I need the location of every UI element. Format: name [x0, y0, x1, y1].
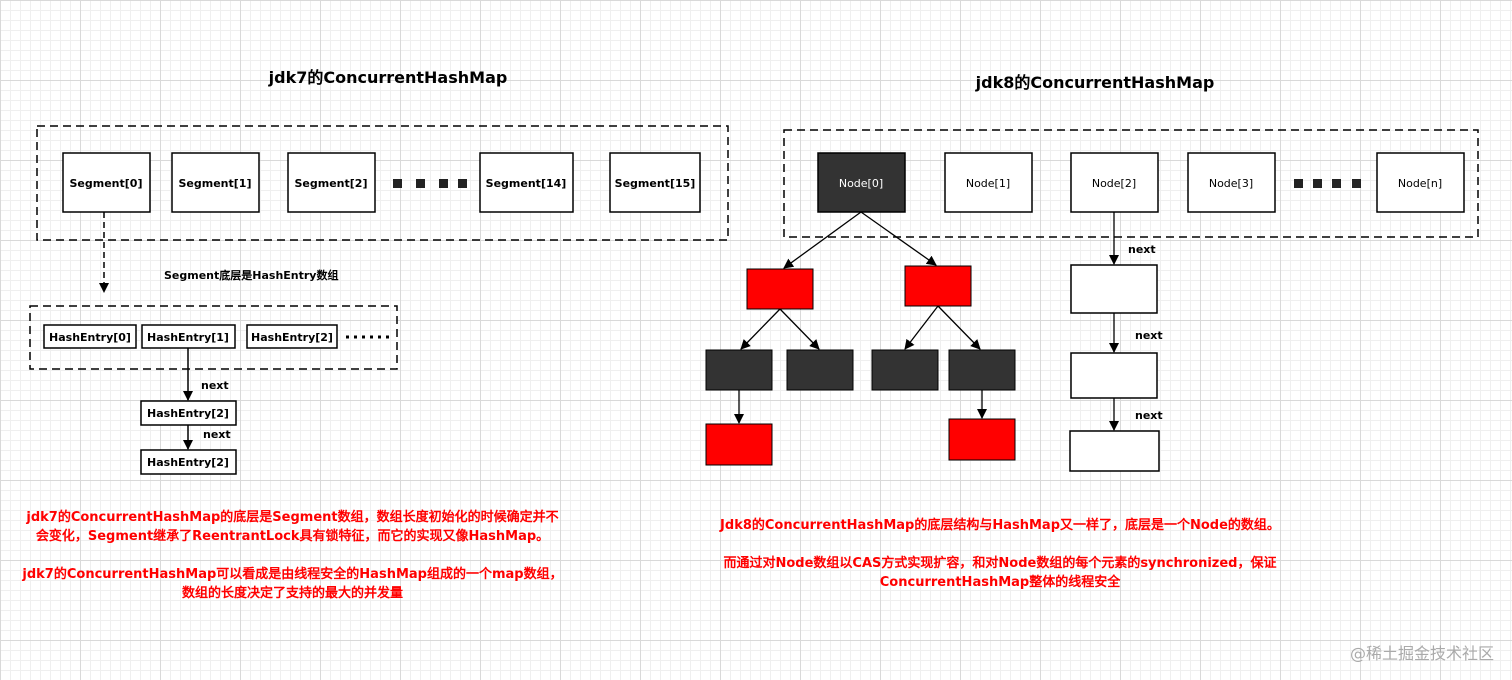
node-box-0: Node[0] [817, 152, 906, 213]
tree-node-red-1 [746, 268, 814, 310]
entry-next-label-1: next [201, 379, 229, 392]
list-next-label-3: next [1135, 409, 1163, 422]
hashentry-label-2: HashEntry[2] [251, 331, 333, 344]
jdk8-description-para-1: Jdk8的ConcurrentHashMap的底层结构与HashMap又一样了，… [720, 518, 1280, 533]
segment-box-0: Segment[0] [62, 152, 151, 213]
hashentry-array-container [29, 305, 398, 370]
segment-box-2: Segment[2] [287, 152, 376, 213]
jdk7-description: jdk7的ConcurrentHashMap的底层是Segment数组，数组长度… [20, 508, 565, 603]
segment-label-2: Segment[2] [295, 177, 368, 190]
jdk7-description-para-2: jdk7的ConcurrentHashMap可以看成是由线程安全的HashMap… [22, 567, 563, 601]
list-next-label-2: next [1135, 329, 1163, 342]
tree-node-black-2 [786, 349, 854, 391]
segment-label-0: Segment[0] [70, 177, 143, 190]
hashentry-label-1: HashEntry[1] [147, 331, 229, 344]
node-label-n: Node[n] [1398, 177, 1442, 190]
list-node-3 [1069, 430, 1160, 472]
hashentry-box-1: HashEntry[1] [141, 324, 236, 349]
node-box-2: Node[2] [1070, 152, 1159, 213]
hashentry-label-0: HashEntry[0] [49, 331, 131, 344]
segment-label-14: Segment[14] [486, 177, 567, 190]
segment-label-15: Segment[15] [615, 177, 696, 190]
node-array-container [783, 129, 1479, 238]
tree-node-red-3 [705, 423, 773, 466]
hashentry-box-2: HashEntry[2] [246, 324, 338, 349]
tree-node-black-1 [705, 349, 773, 391]
node-ellipsis [1294, 179, 1361, 188]
chain-entry-box-2: HashEntry[2] [140, 449, 237, 475]
segment-ellipsis [393, 179, 467, 188]
node-box-3: Node[3] [1187, 152, 1276, 213]
node-label-0: Node[0] [839, 177, 883, 190]
segment-label-1: Segment[1] [179, 177, 252, 190]
tree-node-black-4 [948, 349, 1016, 391]
jdk8-title: jdk8的ConcurrentHashMap [975, 73, 1215, 92]
jdk7-title: jdk7的ConcurrentHashMap [268, 68, 508, 87]
segment-note: Segment底层是HashEntry数组 [164, 268, 338, 282]
node-label-1: Node[1] [966, 177, 1010, 190]
chain-entry-label-2: HashEntry[2] [147, 456, 229, 469]
jdk7-description-para-1: jdk7的ConcurrentHashMap的底层是Segment数组，数组长度… [26, 510, 559, 544]
entry-next-label-2: next [203, 428, 231, 441]
segment-box-1: Segment[1] [171, 152, 260, 213]
linked-list: next next next [1069, 212, 1163, 472]
tree-node-black-3 [871, 349, 939, 391]
chain-entry-label-1: HashEntry[2] [147, 407, 229, 420]
node-label-2: Node[2] [1092, 177, 1136, 190]
segment-box-15: Segment[15] [609, 152, 701, 213]
chain-entry-box-1: HashEntry[2] [140, 400, 237, 426]
list-node-1 [1070, 264, 1158, 314]
hashentry-box-0: HashEntry[0] [43, 324, 137, 349]
node-label-3: Node[3] [1209, 177, 1253, 190]
segment-box-14: Segment[14] [479, 152, 574, 213]
jdk8-description-para-2: 而通过对Node数组以CAS方式实现扩容，和对Node数组的每个元素的synch… [723, 556, 1277, 590]
list-next-label-1: next [1128, 243, 1156, 256]
node-box-1: Node[1] [944, 152, 1033, 213]
tree-node-red-2 [904, 265, 972, 307]
red-black-tree [705, 211, 1016, 466]
node-box-n: Node[n] [1376, 152, 1465, 213]
jdk8-description: Jdk8的ConcurrentHashMap的底层结构与HashMap又一样了，… [700, 516, 1300, 592]
tree-node-red-4 [948, 418, 1016, 461]
list-node-2 [1070, 352, 1158, 399]
watermark: @稀土掘金技术社区 [1349, 644, 1494, 663]
segment-array-container [36, 125, 729, 241]
